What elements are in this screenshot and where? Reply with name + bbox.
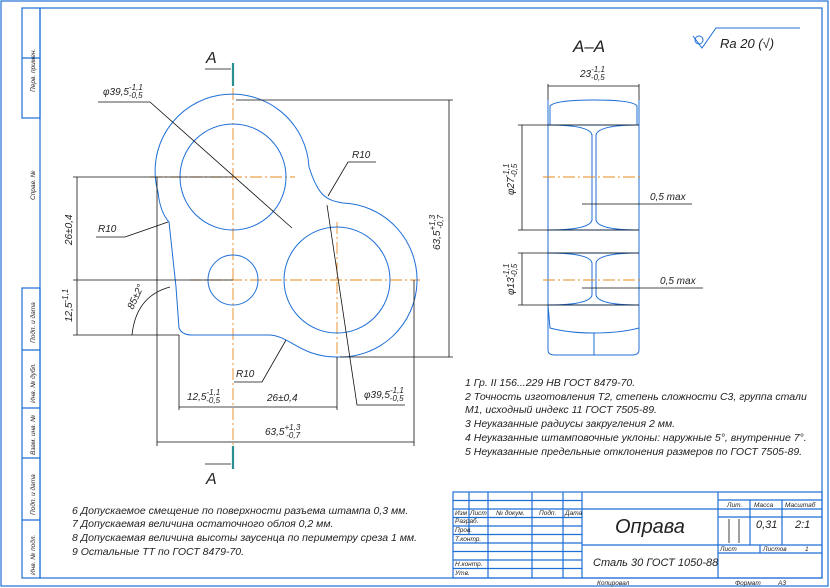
- roughness-symbol: Ra 20 (√): [692, 27, 800, 51]
- bore-right: [283, 226, 391, 334]
- dim-63-vertical: 63,5+1,3-0,7: [428, 214, 445, 250]
- header-sign: Подп.: [539, 509, 556, 517]
- dim-63-horizontal: 63,5+1,3-0,7: [265, 423, 301, 440]
- header-doc: № докум.: [496, 509, 525, 517]
- strip-label: Справ. №: [30, 170, 37, 200]
- note: 9 Остальные ТТ по ГОСТ 8479-70.: [72, 546, 244, 558]
- dim-width-23: 23-1,1-0,5: [579, 65, 605, 82]
- note: 2 Точность изготовления Т2, степень слож…: [464, 391, 807, 403]
- note: 7 Допускаемая величина остаточного облоя…: [72, 518, 334, 530]
- dim-26-horizontal: 26±0,4: [266, 393, 298, 404]
- dim-angle: 85±2°: [126, 283, 147, 311]
- header-izm: Изм: [455, 510, 468, 517]
- strip-label: Перв. примен.: [30, 49, 37, 92]
- dim-dia-27: φ27-1,1-0,5: [502, 163, 519, 195]
- dim-dia-top: φ39,5-1,1-0,5: [103, 83, 143, 100]
- dim-dia-right: φ39,5-1,1-0,5: [364, 386, 404, 403]
- section-mark-bottom: A: [205, 471, 217, 488]
- note: 4 Неуказанные штамповочные уклоны: наруж…: [465, 432, 807, 444]
- side-strip: Перв. примен. Справ. № Подп. и дата Инв.…: [21, 7, 41, 579]
- sheets-label: Листов: [762, 546, 787, 553]
- format-value: А3: [777, 580, 786, 587]
- note: М1, исходный индекс 11 ГОСТ 7505-89.: [465, 404, 657, 416]
- dim-r10-top: R10: [352, 150, 371, 161]
- material: Сталь 30 ГОСТ 1050-88: [593, 557, 719, 569]
- header-list: Лист: [469, 510, 487, 517]
- dim-12-vertical: 12,5-1,1: [61, 289, 75, 322]
- role-approved: Утв.: [454, 570, 470, 577]
- strip-label: Подп. и дата: [29, 302, 37, 343]
- note: 8 Допускаемая величина высоты заусенца п…: [72, 532, 417, 544]
- lit-label: Лит.: [726, 502, 742, 509]
- copied-label: Копировал: [597, 580, 630, 587]
- technical-requirements: 1 Гр. II 156...229 НВ ГОСТ 8479-70. 2 То…: [72, 377, 807, 558]
- note: 3 Неуказанные радиусы закругления 2 мм.: [465, 418, 675, 430]
- part-outline: [154, 93, 418, 358]
- role-checker: Пров.: [455, 527, 472, 534]
- title-block: Изм Лист № докум. Подп. Дата Разраб. Про…: [452, 491, 823, 587]
- dim-26-vertical: 26±0,4: [64, 214, 75, 246]
- scale-value: 2:1: [794, 519, 810, 531]
- section-title: A–A: [572, 37, 605, 56]
- section-mark-top: A: [205, 50, 217, 67]
- header-date: Дата: [564, 510, 583, 517]
- note: 6 Допускаемое смещение по поверхности ра…: [72, 505, 408, 517]
- dim-dia-13: φ13-1,1-0,5: [502, 263, 519, 295]
- strip-label: Инв. № подл.: [29, 534, 37, 575]
- dim-r10-bottom: R10: [236, 369, 255, 380]
- roughness-value: Ra 20 (√): [720, 36, 774, 51]
- scale-label: Масштаб: [785, 501, 816, 509]
- note: 5 Неуказанные предельные отклонения разм…: [465, 446, 802, 458]
- format-label: Формат: [735, 580, 761, 587]
- dim-max-web-bottom: 0,5 max: [660, 276, 697, 287]
- strip-label: Взам. инв. №: [30, 415, 37, 455]
- role-norm-control: Н.контр.: [455, 561, 483, 568]
- part-name: Оправа: [615, 516, 685, 538]
- strip-label: Подп. и дата: [29, 474, 37, 515]
- main-view: A A φ39,5-1,1-0,5 R10 R10 R10 φ39,5-1,1-…: [61, 50, 453, 488]
- role-tech-control: Т.контр.: [455, 536, 481, 543]
- role-developer: Разраб.: [455, 517, 479, 525]
- mass-value: 0,31: [756, 519, 777, 531]
- dim-r10-left: R10: [98, 224, 117, 235]
- note: 1 Гр. II 156...229 НВ ГОСТ 8479-70.: [465, 377, 635, 389]
- section-view: A–A 23-1,1-0,5 φ27-1,1-0,5 φ13-1,1-0,5 0…: [502, 37, 703, 356]
- sheets-value: 1: [805, 546, 809, 553]
- sheet-label: Лист: [719, 546, 737, 553]
- dim-max-web-top: 0,5 max: [650, 192, 687, 203]
- dim-12-horizontal: 12,5-1,1-0,5: [187, 388, 221, 405]
- mass-label: Масса: [754, 502, 774, 509]
- strip-label: Инв. № дубл.: [29, 363, 37, 403]
